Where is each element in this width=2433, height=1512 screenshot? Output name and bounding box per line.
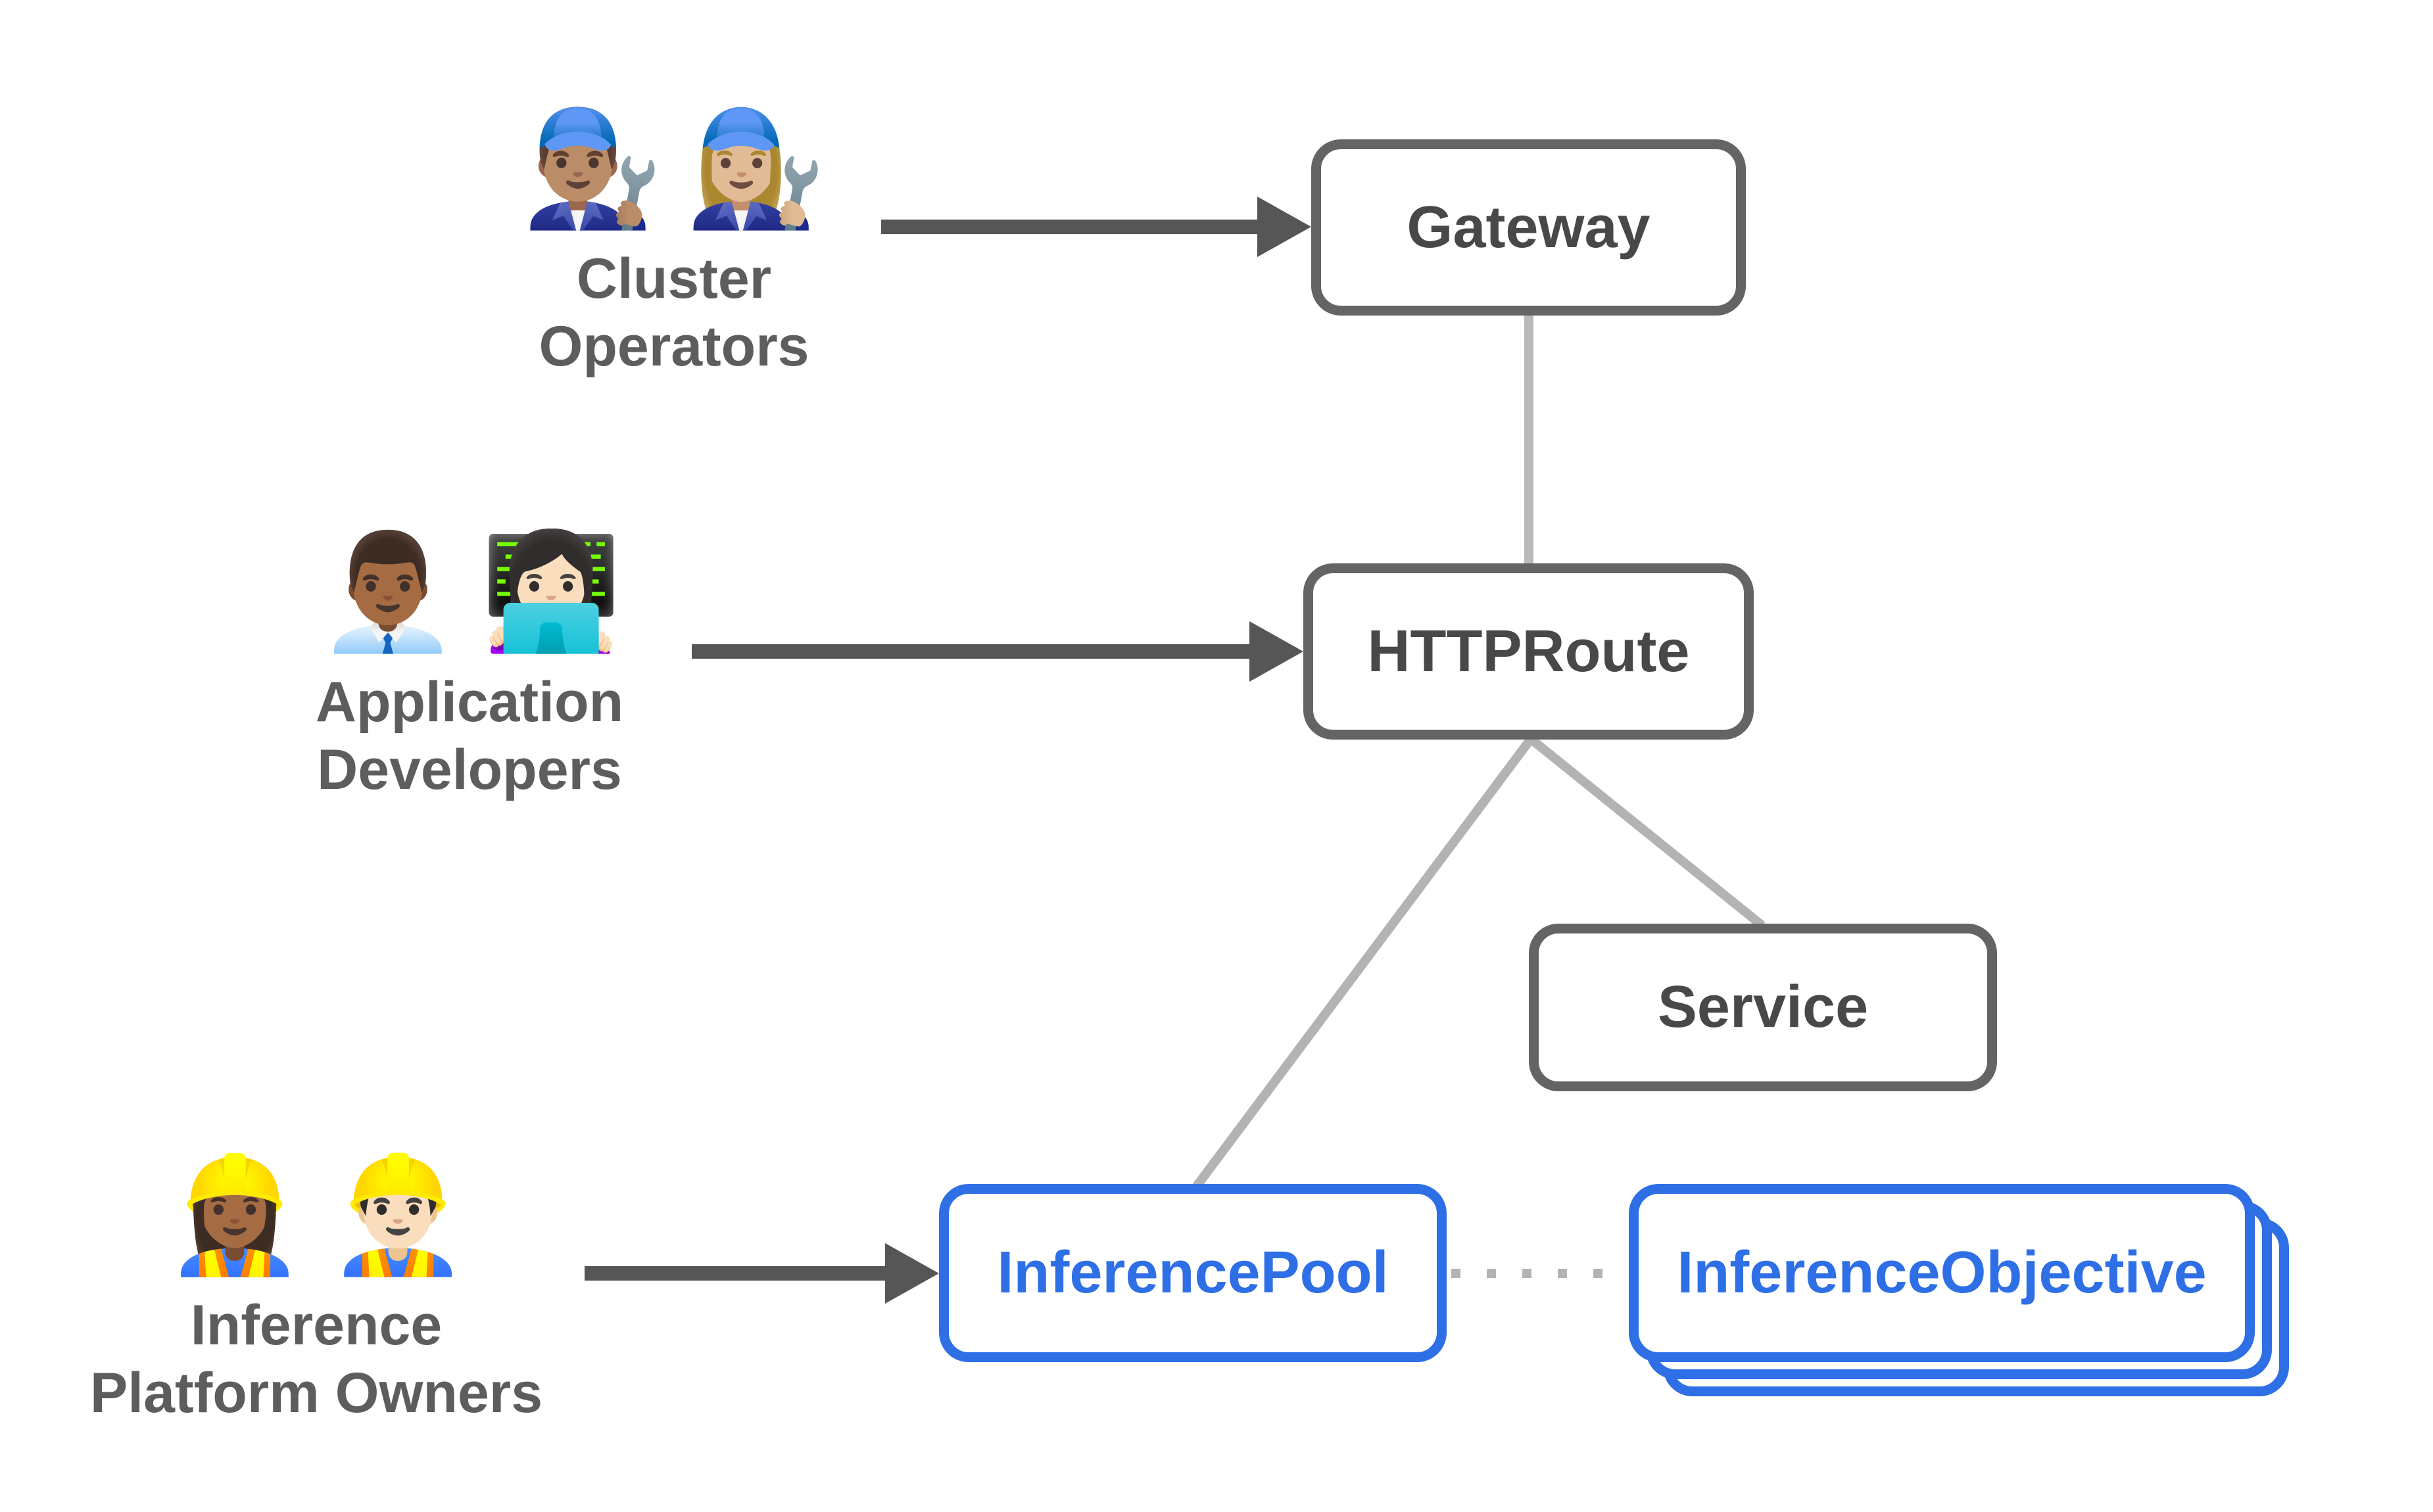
woman-technologist-emoji: 👩🏻‍💻 — [481, 529, 622, 655]
actor-inference-platform-owners: 👷🏾‍♀️ 👷🏻‍♂️ Inference Platform Owners — [86, 1154, 546, 1427]
arrow-cluster-operators-to-gateway — [881, 197, 1311, 257]
actor-emoji-row: 👨🏾‍💼 👩🏻‍💻 — [239, 531, 700, 653]
node-service: Service — [1529, 924, 1997, 1091]
actor-label-line: Platform Owners — [89, 1361, 543, 1425]
edge-httproute-service — [1528, 735, 1766, 930]
actor-label: Cluster Operators — [457, 245, 891, 381]
node-gateway: Gateway — [1311, 139, 1746, 316]
actor-emoji-row: 👷🏾‍♀️ 👷🏻‍♂️ — [86, 1154, 546, 1276]
node-httproute: HTTPRoute — [1303, 563, 1754, 740]
actor-label: Inference Platform Owners — [86, 1292, 546, 1427]
woman-mechanic-emoji: 👩🏼‍🔧 — [685, 105, 827, 231]
node-inference-pool-label: InferencePool — [997, 1240, 1389, 1306]
actor-label: Application Developers — [239, 669, 700, 804]
node-gateway-label: Gateway — [1407, 194, 1650, 260]
actor-label-line: Inference — [190, 1294, 443, 1357]
actor-emoji-row: 👨🏽‍🔧 👩🏼‍🔧 — [457, 107, 891, 229]
actor-application-developers: 👨🏾‍💼 👩🏻‍💻 Application Developers — [239, 531, 700, 804]
actor-label-line: Application — [315, 671, 624, 734]
actor-label-line: Cluster — [576, 247, 772, 310]
man-construction-worker-emoji: 👷🏻‍♂️ — [327, 1152, 469, 1278]
actor-cluster-operators: 👨🏽‍🔧 👩🏼‍🔧 Cluster Operators — [457, 107, 891, 381]
man-mechanic-emoji: 👨🏽‍🔧 — [521, 105, 663, 231]
woman-construction-worker-emoji: 👷🏾‍♀️ — [164, 1152, 305, 1278]
node-httproute-label: HTTPRoute — [1367, 618, 1690, 684]
actor-label-line: Developers — [317, 738, 622, 801]
node-inference-objective: InferenceObjective — [1629, 1184, 2255, 1362]
actor-label-line: Operators — [539, 315, 809, 378]
node-service-label: Service — [1657, 974, 1869, 1040]
man-office-worker-emoji: 👨🏾‍💼 — [317, 529, 458, 655]
arrow-platform-owners-to-inferencepool — [585, 1243, 939, 1304]
node-inference-pool: InferencePool — [939, 1184, 1447, 1362]
arrow-application-developers-to-httproute — [692, 621, 1303, 682]
node-inference-objective-label: InferenceObjective — [1677, 1240, 2207, 1306]
edge-httproute-inferencepool — [1191, 736, 1535, 1192]
